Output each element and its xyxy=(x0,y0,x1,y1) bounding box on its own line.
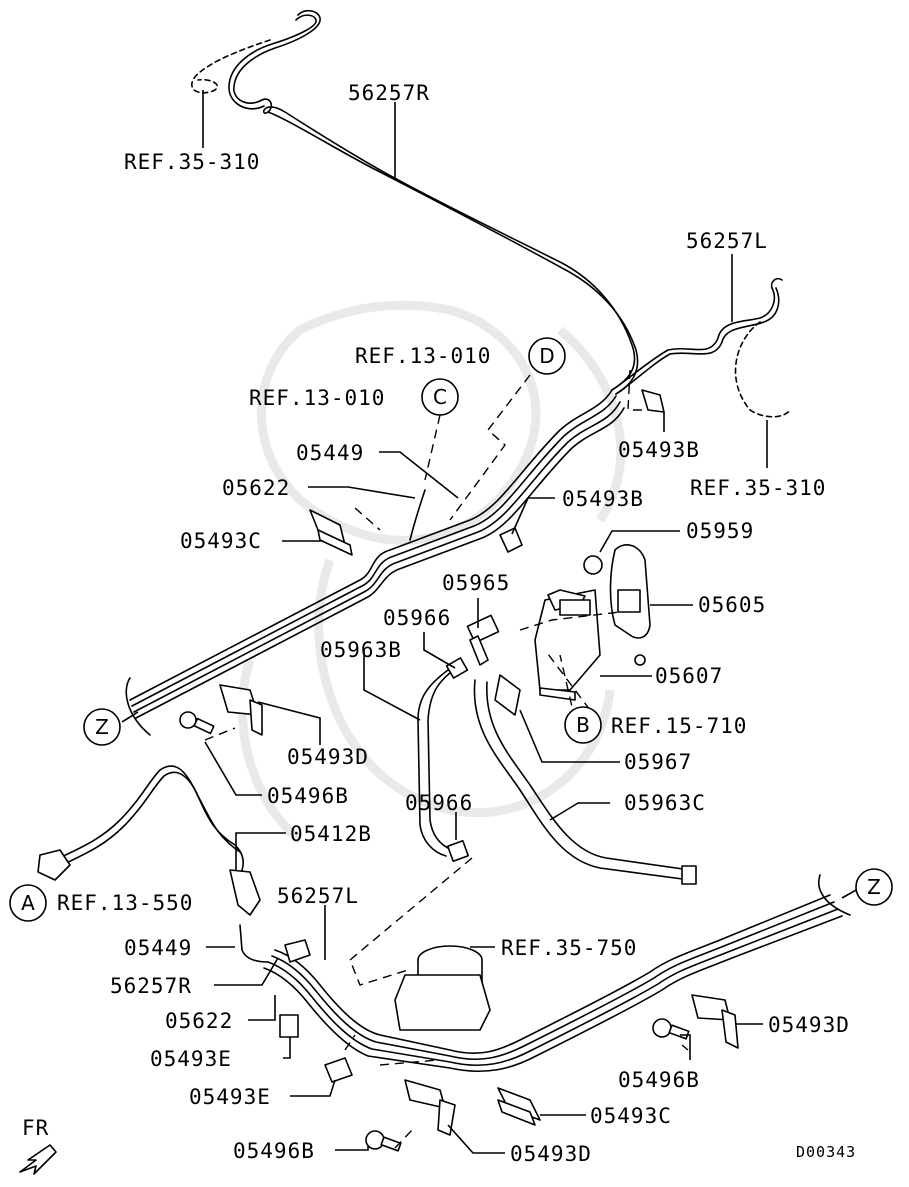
label-05496B-right: 05496B xyxy=(618,1068,700,1092)
hose-05963C xyxy=(473,679,697,885)
label-05493E-b: 05493E xyxy=(189,1085,271,1109)
clip-05493D-right xyxy=(691,994,739,1049)
label-56257L-top: 56257L xyxy=(686,229,768,253)
label-05607: 05607 xyxy=(655,664,723,688)
clip-05493B-upper xyxy=(641,389,665,413)
callout-circle-d: D xyxy=(528,337,566,375)
label-05622-top: 05622 xyxy=(222,476,290,500)
label-ref-13-550: REF.13-550 xyxy=(57,891,193,915)
label-05966-top: 05966 xyxy=(383,606,451,630)
label-05963B: 05963B xyxy=(320,638,402,662)
label-05965: 05965 xyxy=(442,571,510,595)
label-05493D-bottom: 05493D xyxy=(510,1142,592,1166)
label-56257R-top: 56257R xyxy=(348,81,430,105)
label-05493C-top: 05493C xyxy=(180,529,262,553)
callout-b-letter: B xyxy=(576,713,590,737)
callout-z-right-letter: Z xyxy=(867,875,881,899)
bracket-05605 xyxy=(583,544,651,666)
part-labels: 56257R REF.35-310 56257L REF.13-010 REF.… xyxy=(57,81,850,1166)
label-ref-13-010-d: REF.13-010 xyxy=(355,344,491,368)
label-05412B: 05412B xyxy=(290,822,372,846)
watermark-emblem xyxy=(237,300,626,844)
clip-05493D-mid xyxy=(219,684,263,736)
label-05449-bottom: 05449 xyxy=(124,936,192,960)
label-56257R-bottom: 56257R xyxy=(110,974,192,998)
label-56257L-bottom: 56257L xyxy=(277,884,359,908)
label-ref-15-710: REF.15-710 xyxy=(611,714,747,738)
diagram-code: D00343 xyxy=(796,1143,856,1161)
dashed-reference-lines xyxy=(204,369,689,1149)
callout-z-letter: Z xyxy=(95,715,109,739)
clip-05493E-b xyxy=(324,1057,353,1083)
brake-line-bundle-upper xyxy=(125,389,625,736)
front-direction-indicator: FR xyxy=(19,1116,57,1175)
callout-circle-z-left: Z xyxy=(83,708,121,746)
label-05966-bottom: 05966 xyxy=(405,791,473,815)
label-ref-35-310-right: REF.35-310 xyxy=(690,476,826,500)
brake-line-56257L-top xyxy=(611,277,791,418)
callout-d-letter: D xyxy=(539,344,554,368)
clip-05493D-bottom xyxy=(404,1079,456,1136)
brake-line-56257R-top xyxy=(191,9,639,395)
callout-circle-c: C xyxy=(421,378,459,416)
fr-label: FR xyxy=(22,1116,49,1140)
label-05493E-a: 05493E xyxy=(150,1047,232,1071)
callout-a-letter: A xyxy=(21,891,35,915)
abs-unit xyxy=(394,945,491,1031)
label-05496B-mid: 05496B xyxy=(267,784,349,808)
bolt-05496B-right xyxy=(652,1018,690,1040)
label-ref-35-750: REF.35-750 xyxy=(501,936,637,960)
label-ref-13-010-c: REF.13-010 xyxy=(249,386,385,410)
label-05493B-lower: 05493B xyxy=(562,487,644,511)
clip-05493E-a xyxy=(279,1014,299,1038)
clip-56257-bottom-junction xyxy=(284,939,311,963)
clip-05967 xyxy=(494,674,521,716)
callout-circle-b: B xyxy=(564,706,602,744)
front-arrow-icon xyxy=(19,1144,57,1175)
label-ref-35-310-left: REF.35-310 xyxy=(124,150,260,174)
label-05959: 05959 xyxy=(686,519,754,543)
label-05496B-bottom: 05496B xyxy=(233,1139,315,1163)
bolt-05496B-mid xyxy=(179,711,215,735)
label-05605: 05605 xyxy=(698,593,766,617)
hose-05963B xyxy=(417,657,470,863)
clip-05493B-lower xyxy=(499,527,523,553)
callout-c-letter: C xyxy=(433,385,447,409)
label-05963C: 05963C xyxy=(624,791,706,815)
leader-lines xyxy=(121,90,859,1154)
label-05493D-right: 05493D xyxy=(768,1013,850,1037)
label-05967: 05967 xyxy=(624,750,692,774)
label-05622-bottom: 05622 xyxy=(165,1009,233,1033)
clip-05493C-bottom xyxy=(497,1087,541,1126)
label-05493C-bottom: 05493C xyxy=(590,1104,672,1128)
callout-circle-z-right: Z xyxy=(855,868,893,906)
label-05493B-upper: 05493B xyxy=(618,438,700,462)
label-05449-top: 05449 xyxy=(296,441,364,465)
brake-line-bundle-lower xyxy=(239,874,851,1073)
canister-05607 xyxy=(534,589,601,701)
label-05493D-mid: 05493D xyxy=(287,745,369,769)
callout-circle-a: A xyxy=(9,884,47,922)
connector-05965 xyxy=(466,614,500,666)
clip-05493C-top xyxy=(309,509,353,556)
